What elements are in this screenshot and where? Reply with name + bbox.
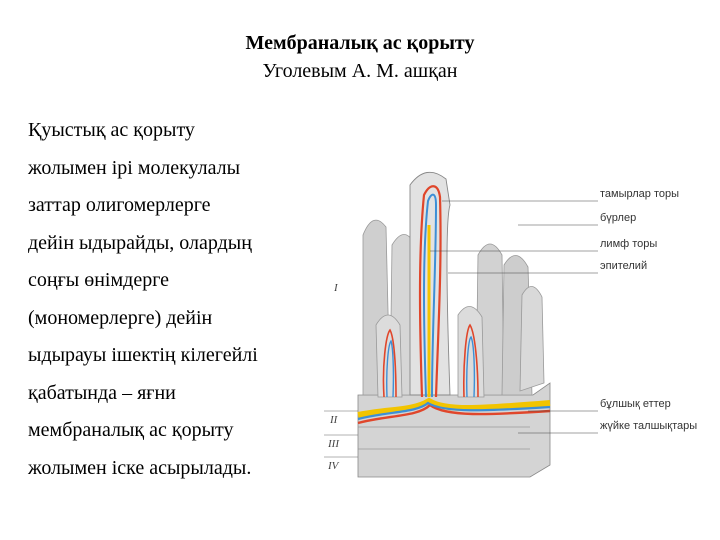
body-paragraph: Қуыстық ас қорыту жолымен ірі молекулалы… [28, 112, 328, 487]
layer-marker: IV [327, 460, 340, 472]
body-line: ыдырауы ішектің кілегейлі [28, 344, 258, 366]
layer-marker: I [333, 282, 339, 294]
label-vascular-network: тамырлар торы [600, 188, 679, 200]
vein-vessel [423, 193, 438, 398]
body-line: дейін ыдырайды, олардың [28, 231, 252, 254]
label-epithelium: эпителий [600, 260, 647, 272]
artery-vessel [382, 328, 397, 398]
villus-side [457, 306, 485, 398]
intestinal-villi-diagram: тамырлар торы бүрлер лимф торы эпителий … [318, 165, 718, 485]
label-lymph-network: лимф торы [600, 238, 657, 250]
label-group: тамырлар торы бүрлер лимф торы эпителий … [430, 188, 697, 434]
villus-background [519, 286, 545, 392]
vein-vessel [357, 401, 551, 421]
vein-vessel [466, 335, 476, 398]
body-line: жолымен ірі молекулалы [28, 156, 241, 179]
body-line: (мономерлерге) дейін [28, 306, 213, 329]
slide-subtitle: Уголевым А. М. ашқан [262, 60, 458, 82]
vein-vessel [386, 339, 395, 398]
artery-vessel [418, 185, 442, 398]
body-line: заттар олигомерлерге [28, 194, 211, 216]
label-nerve-fibers: жүйке талшықтары [600, 420, 697, 432]
lymph-vessel [357, 397, 551, 418]
body-line: жолымен іске асырылады. [28, 456, 252, 479]
body-line: қабатында – яғни [28, 381, 176, 404]
layer-marker: III [327, 438, 340, 450]
layer-marker: II [329, 414, 339, 426]
artery-vessel [357, 403, 551, 425]
body-line: соңғы өнімдерге [28, 269, 170, 291]
label-muscles: бұлшық еттер [600, 398, 671, 410]
slide-title: Мембраналық ас қорыту [245, 32, 475, 54]
layer-marker-group: I II III IV [324, 282, 358, 472]
body-line: Қуыстық ас қорыту [28, 119, 195, 141]
artery-vessel [463, 323, 479, 398]
body-line: мембраналық ас қорыту [28, 419, 234, 441]
villi-illustration: тамырлар торы бүрлер лимф торы эпителий … [324, 171, 697, 478]
villus-side [375, 314, 403, 398]
label-villi: бүрлер [600, 212, 636, 224]
